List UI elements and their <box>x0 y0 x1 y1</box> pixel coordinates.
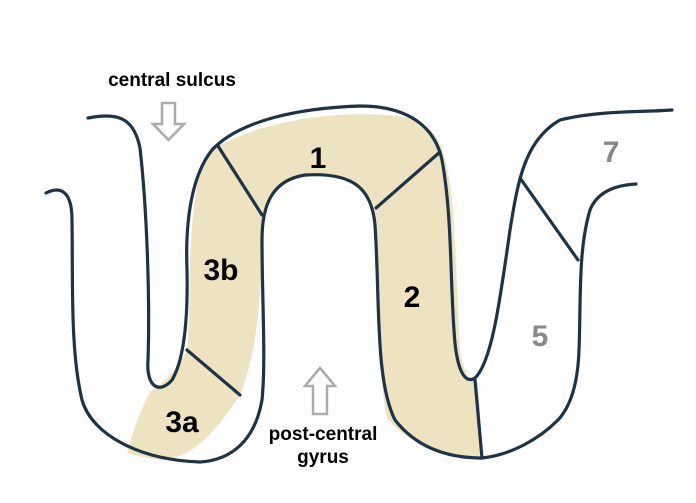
area-3a-label: 3a <box>165 406 199 439</box>
area-2-label: 2 <box>404 281 421 314</box>
area-1-label: 1 <box>310 142 327 175</box>
post-central-label-line1: post-central <box>269 424 378 445</box>
divider-5-7 <box>520 178 578 260</box>
area-3b-label: 3b <box>203 254 238 287</box>
down-arrow-icon <box>153 103 184 140</box>
central-sulcus-label: central sulcus <box>108 70 236 91</box>
post-central-label-line2: gyrus <box>297 447 349 468</box>
up-arrow-icon <box>305 368 335 414</box>
area-7-label: 7 <box>603 136 620 169</box>
area-5-label: 5 <box>532 320 549 353</box>
